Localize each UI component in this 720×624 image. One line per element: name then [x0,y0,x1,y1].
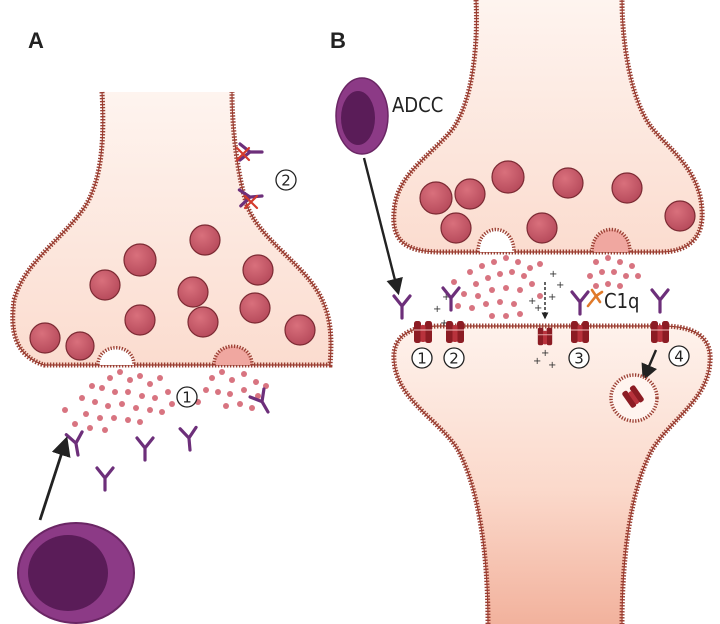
charge-signs: +++ +++ ++ +++ [433,269,564,371]
svg-text:4: 4 [674,348,684,366]
svg-text:+: + [534,303,542,314]
svg-text:+: + [549,269,557,280]
synaptic-vesicles-b [419,160,696,244]
svg-text:+: + [440,318,448,329]
presynaptic-terminal-a [10,91,334,368]
immune-cell-b [335,77,389,155]
svg-text:2: 2 [449,350,459,368]
adcc-label: ADCC [392,93,443,117]
svg-text:1: 1 [417,350,427,368]
cell-arrow-a [38,436,71,521]
endosome [609,373,659,423]
immune-cell-a [17,522,135,624]
marker-b-2: 2 [443,347,465,369]
synaptic-vesicles-a [29,224,316,361]
c1q-label: C1q [604,289,639,313]
released-transmitter-a [62,369,269,433]
svg-text:+: + [528,296,536,307]
internalization-arrow [641,349,658,382]
c1q-complex [586,288,604,308]
svg-text:2: 2 [281,172,291,190]
svg-text:+: + [548,360,556,371]
svg-text:+: + [442,292,450,303]
marker-a-2: 2 [275,169,297,191]
panel-a-label: A [28,28,44,53]
marker-b-3: 3 [568,347,590,369]
released-transmitter-b [451,255,641,319]
svg-text:+: + [556,280,564,291]
svg-text:3: 3 [574,350,584,368]
marker-a-1: 1 [176,386,198,408]
svg-text:+: + [533,356,541,367]
svg-text:1: 1 [182,389,192,407]
svg-text:+: + [433,304,441,315]
svg-text:+: + [548,292,556,303]
blocked-channel-cross-icons [235,146,259,210]
adcc-arrow [362,157,403,296]
panel-b-label: B [330,28,346,53]
svg-text:+: + [541,348,549,359]
marker-b-1: 1 [411,347,433,369]
marker-b-4: 4 [668,345,690,367]
